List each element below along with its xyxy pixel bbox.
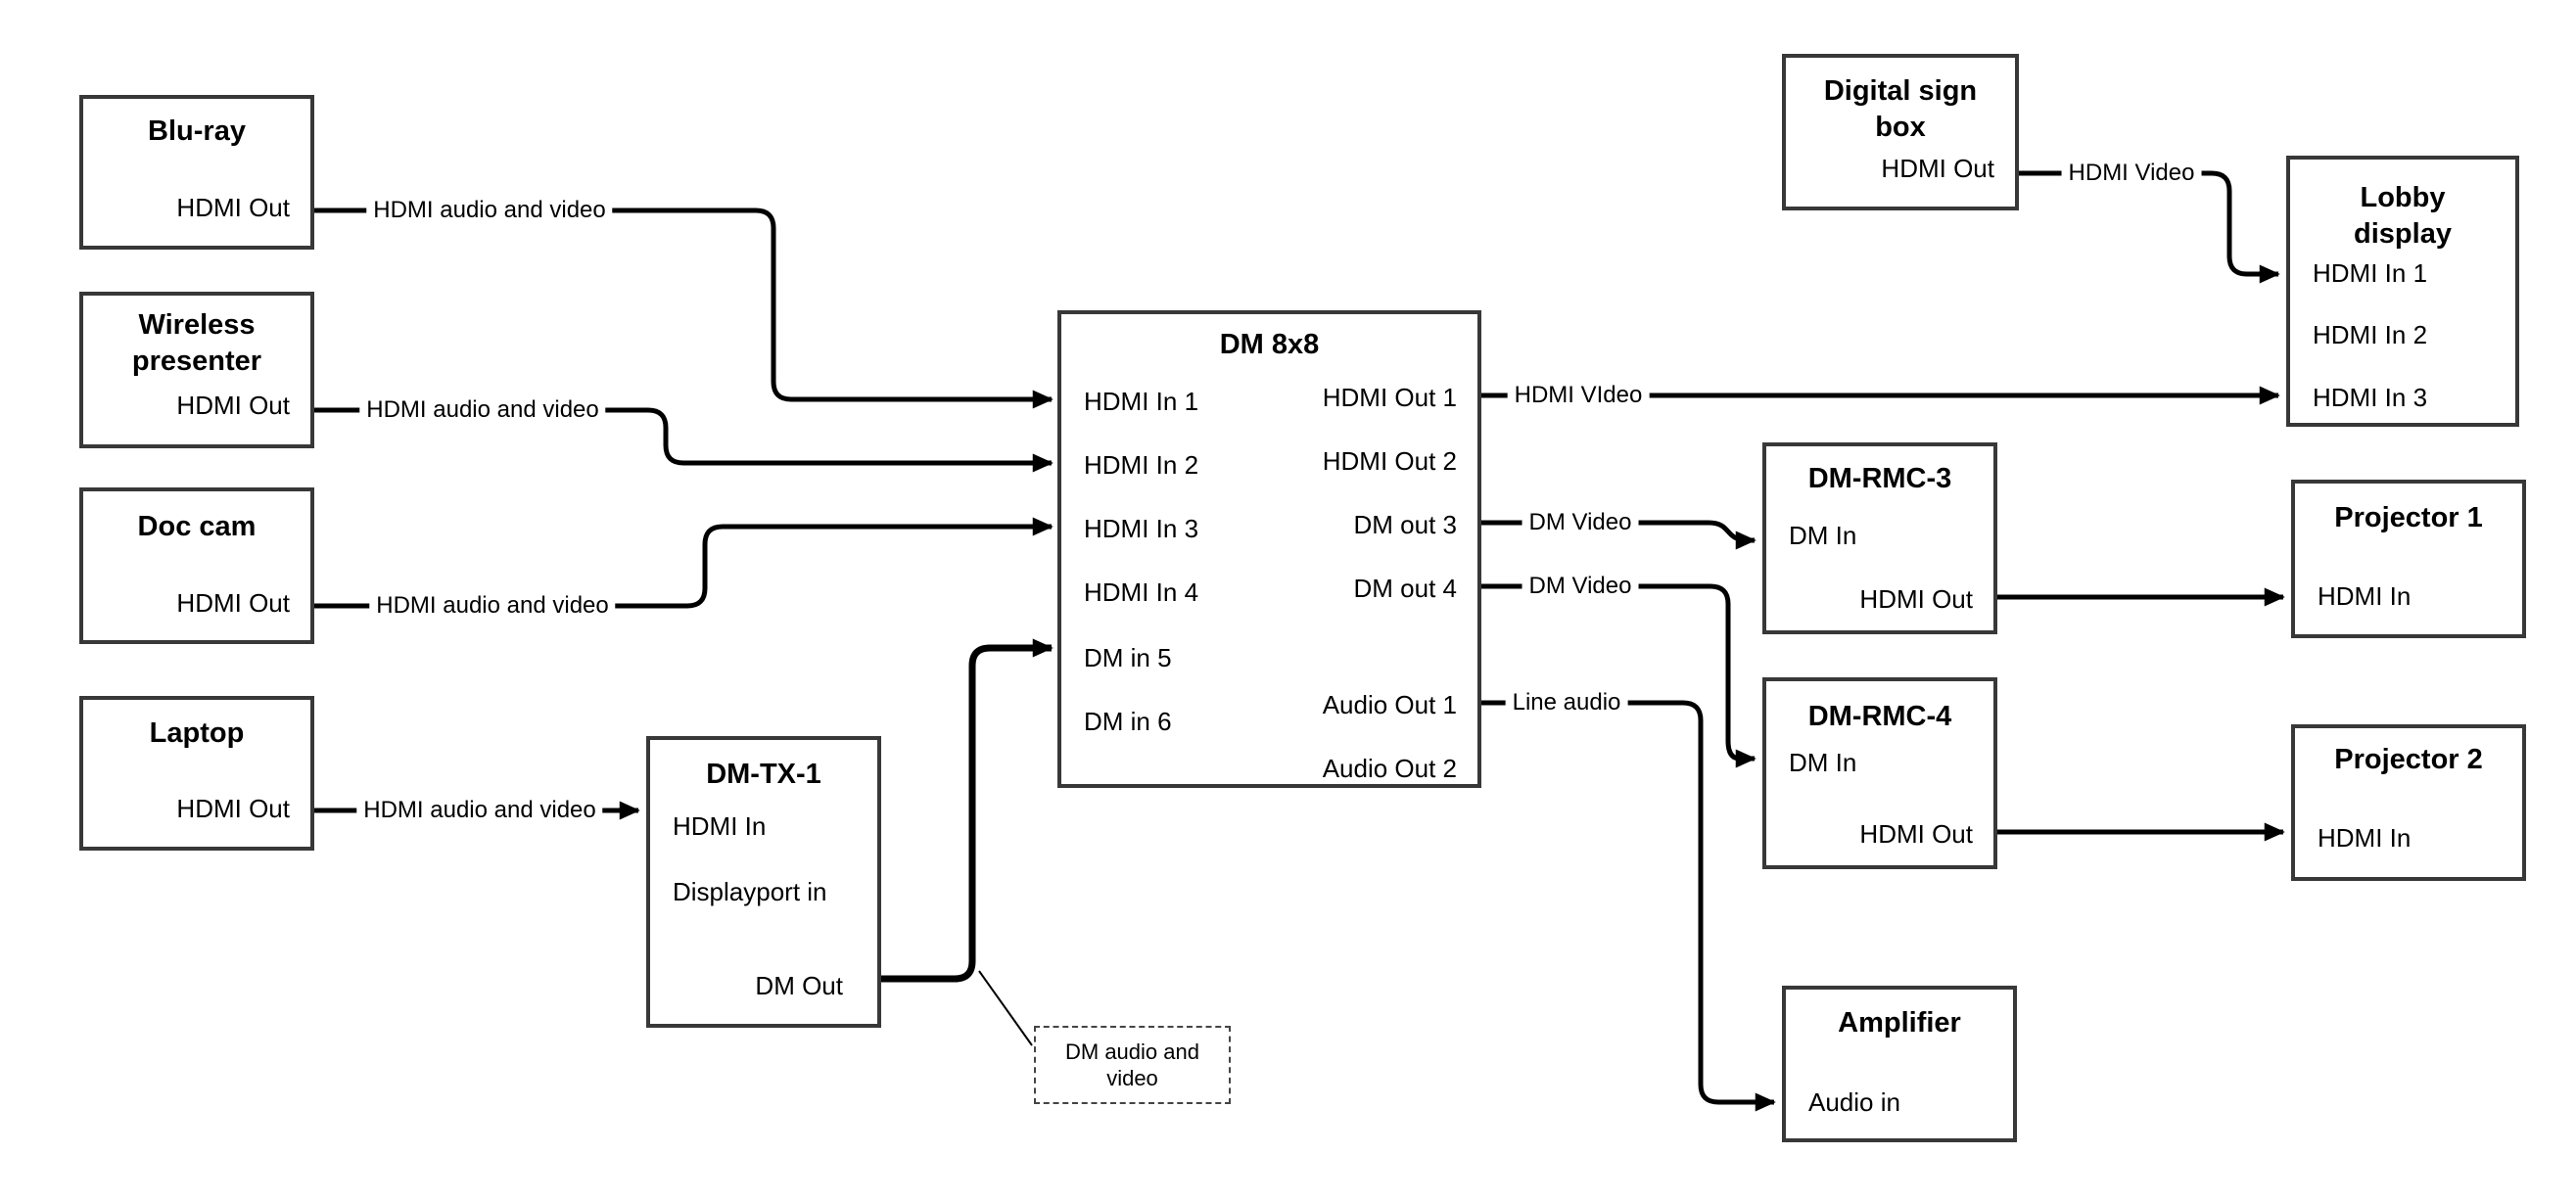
wire-label-hdmi-video-out1: HDMI VIdeo [1507,382,1650,409]
node-title: Projector 1 [2334,502,2483,533]
port-hdmi-out: HDMI Out [1881,154,1994,183]
node-title: Lobby display [2354,182,2452,250]
port-hdmi-in-3: HDMI In 3 [1084,514,1199,543]
wire-digitalsign-to-lobby-hdmi-in-1 [2019,170,2280,284]
wire-dm8x8-audioout1-to-amplifier-audio-in [1481,700,1776,1112]
port-dm-in: DM In [1789,521,1857,550]
node-title: DM-TX-1 [706,759,821,790]
wire-wireless-to-dm8x8-hdmi-in-2 [314,407,1054,473]
port-hdmi-in-1: HDMI In 1 [1084,387,1199,416]
port-hdmi-out-2: HDMI Out 2 [1322,446,1457,476]
node-projector-1: Projector 1 HDMI In [2291,480,2526,638]
port-audio-out-2: Audio Out 2 [1322,754,1457,783]
callout-text: DM audio and video [1065,1039,1199,1090]
node-title: Doc cam [137,511,257,542]
port-hdmi-out: HDMI Out [176,193,290,222]
node-blu-ray: Blu-ray HDMI Out [79,95,314,250]
node-title: Laptop [149,717,245,749]
callout-dm-audio-and-video: DM audio and video [1034,1026,1231,1104]
port-hdmi-in-1: HDMI In 1 [2313,258,2428,288]
port-hdmi-out-1: HDMI Out 1 [1322,383,1457,412]
wire-label-dm-video-out4: DM Video [1522,573,1639,600]
port-dm-out: DM Out [755,971,843,1000]
port-hdmi-in: HDMI In [673,811,767,841]
port-hdmi-in-4: HDMI In 4 [1084,577,1199,607]
node-digital-sign-box: Digital sign box HDMI Out [1782,54,2019,210]
port-audio-out-1: Audio Out 1 [1322,690,1457,719]
node-dm-8x8: DM 8x8 HDMI In 1 HDMI In 2 HDMI In 3 HDM… [1057,310,1481,788]
node-dm-rmc-4: DM-RMC-4 DM In HDMI Out [1762,677,1997,869]
wire-dm8x8-dmout4-to-rmc4-dm-in [1481,583,1756,768]
node-title: Projector 2 [2334,744,2483,775]
node-title: Digital sign box [1823,75,1978,143]
port-dm-out-3: DM out 3 [1353,510,1458,539]
node-dm-tx-1: DM-TX-1 HDMI In Displayport in DM Out [646,736,881,1028]
port-hdmi-in: HDMI In [2318,823,2412,853]
node-amplifier: Amplifier Audio in [1782,986,2017,1142]
port-dm-in-5: DM in 5 [1084,643,1172,672]
node-title: Blu-ray [148,115,246,147]
node-title: Wireless presenter [131,309,262,377]
wire-label-hdmi-audio-video-2: HDMI audio and video [359,396,606,424]
port-displayport-in: Displayport in [673,877,827,906]
wire-bluray-to-dm8x8-hdmi-in-1 [314,208,1054,409]
wire-label-line-audio: Line audio [1505,689,1628,716]
port-hdmi-in-3: HDMI In 3 [2313,383,2428,412]
node-projector-2: Projector 2 HDMI In [2291,724,2526,881]
port-dm-out-4: DM out 4 [1353,574,1458,603]
port-dm-in-6: DM in 6 [1084,707,1172,736]
port-hdmi-out: HDMI Out [176,794,290,823]
callout-leader-line [978,970,1033,1046]
wire-dmtx1-dmout-to-dm8x8-dm-in-5 [881,638,1054,983]
node-laptop: Laptop HDMI Out [79,696,314,851]
node-title: DM-RMC-3 [1807,463,1952,494]
wire-label-dm-video-out3: DM Video [1522,509,1639,536]
wire-label-hdmi-audio-video-4: HDMI audio and video [356,797,603,824]
port-hdmi-in-2: HDMI In 2 [2313,320,2428,349]
port-hdmi-in: HDMI In [2318,581,2412,611]
node-title: Amplifier [1838,1007,1961,1039]
wire-label-hdmi-video-sign: HDMI Video [2061,160,2202,187]
port-hdmi-out: HDMI Out [1859,819,1973,849]
port-hdmi-out: HDMI Out [176,588,290,618]
node-title: DM-RMC-4 [1807,701,1952,732]
node-lobby-display: Lobby display HDMI In 1 HDMI In 2 HDMI I… [2286,156,2519,427]
wire-label-hdmi-audio-video-1: HDMI audio and video [366,197,613,224]
node-title: DM 8x8 [1219,329,1320,360]
port-hdmi-out: HDMI Out [1859,584,1973,614]
node-dm-rmc-3: DM-RMC-3 DM In HDMI Out [1762,442,1997,634]
wire-doccam-to-dm8x8-hdmi-in-3 [314,517,1054,609]
wire-label-hdmi-audio-video-3: HDMI audio and video [369,592,616,620]
port-hdmi-in-2: HDMI In 2 [1084,450,1199,480]
port-dm-in: DM In [1789,748,1857,777]
wire-dm8x8-dmout3-to-rmc3-dm-in [1481,520,1756,550]
port-hdmi-out: HDMI Out [176,391,290,420]
node-wireless-presenter: Wireless presenter HDMI Out [79,292,314,448]
node-doc-cam: Doc cam HDMI Out [79,487,314,644]
port-audio-in: Audio in [1808,1087,1900,1117]
